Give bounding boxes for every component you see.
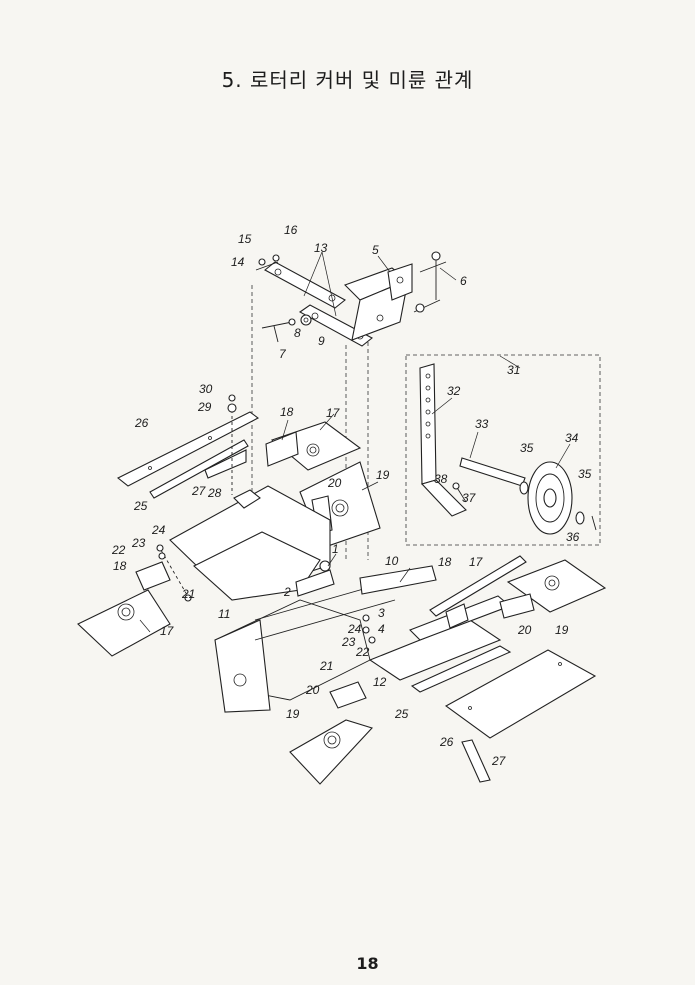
bolt-7-8-9 <box>261 314 312 343</box>
callout-31: 31 <box>507 363 520 377</box>
callout-37: 37 <box>462 491 477 505</box>
callout-26a: 26 <box>134 416 149 430</box>
callout-10: 10 <box>385 554 399 568</box>
callout-23b: 23 <box>341 635 356 649</box>
callout-22a: 22 <box>111 543 126 557</box>
callout-32: 32 <box>447 384 461 398</box>
pin-36 <box>591 515 597 531</box>
main-cover-11 <box>169 485 331 601</box>
callout-25a: 25 <box>133 499 148 513</box>
callout-21a: 21 <box>181 587 195 601</box>
callout-34: 34 <box>565 431 579 445</box>
cover-plate-17-top <box>265 421 362 471</box>
callout-18c: 18 <box>113 559 127 573</box>
callout-33: 33 <box>475 417 489 431</box>
callout-8: 8 <box>294 326 301 340</box>
bolt-14-15-16 <box>255 254 280 271</box>
callout-36: 36 <box>566 530 580 544</box>
callout-21b: 21 <box>319 659 333 673</box>
callout-25b: 25 <box>394 707 409 721</box>
callout-18a: 18 <box>280 405 294 419</box>
callout-29: 29 <box>197 400 212 414</box>
callout-1: 1 <box>332 542 339 556</box>
callout-24b: 24 <box>347 622 362 636</box>
page-title: 5. 로터리 커버 및 미륜 관계 <box>221 68 474 92</box>
plate-17-right <box>429 555 527 617</box>
rail-25 <box>149 439 249 499</box>
leader-lines <box>139 251 571 633</box>
callout-27b: 27 <box>491 754 507 768</box>
callout-19b: 19 <box>555 623 569 637</box>
axle-33 <box>459 457 526 487</box>
callout-4: 4 <box>378 622 385 636</box>
callout-20b: 20 <box>517 623 532 637</box>
wheel-34 <box>527 461 573 535</box>
callout-23a: 23 <box>131 536 146 550</box>
callout-6: 6 <box>460 274 467 288</box>
bolts-21-22-23-24 <box>156 544 192 602</box>
plate-26-right <box>444 649 597 739</box>
callout-35b: 35 <box>578 467 592 481</box>
bolt-37-38 <box>452 482 467 503</box>
callout-28: 28 <box>207 486 222 500</box>
frame <box>214 560 396 713</box>
bracket-5 <box>343 263 413 341</box>
bracket-27 <box>461 739 491 783</box>
callout-35a: 35 <box>520 441 534 455</box>
callout-12: 12 <box>373 675 387 689</box>
callout-22b: 22 <box>355 645 370 659</box>
callout-38: 38 <box>434 472 448 486</box>
wheel-arm-32 <box>419 363 467 517</box>
callout-20c: 20 <box>305 683 320 697</box>
left-cover-plate-17 <box>77 561 171 657</box>
pins-3-4 <box>362 614 376 644</box>
pin-6 <box>413 251 447 313</box>
lower-cover-19 <box>289 681 373 785</box>
page-number: 18 <box>356 954 379 973</box>
callout-26b: 26 <box>439 735 454 749</box>
callout-17a: 17 <box>326 406 341 420</box>
callout-16: 16 <box>284 223 298 237</box>
callout-19a: 19 <box>376 468 390 482</box>
cover-plate-26 <box>116 411 260 487</box>
callout-5: 5 <box>372 243 379 257</box>
plate-25-right <box>410 645 512 693</box>
callout-13: 13 <box>314 241 328 255</box>
callout-30: 30 <box>199 382 213 396</box>
callout-7: 7 <box>279 347 287 361</box>
callout-11: 11 <box>218 607 230 621</box>
callout-14: 14 <box>231 255 245 269</box>
callout-18b: 18 <box>438 555 452 569</box>
bar-10 <box>359 565 437 595</box>
callout-2: 2 <box>283 585 291 599</box>
washer-35 <box>519 481 585 525</box>
callout-27a: 27 <box>191 484 207 498</box>
callout-17b: 17 <box>469 555 484 569</box>
callout-3: 3 <box>378 606 385 620</box>
callout-24a: 24 <box>151 523 166 537</box>
callout-20a: 20 <box>327 476 342 490</box>
callout-9: 9 <box>318 334 325 348</box>
callout-17c: 17 <box>160 624 175 638</box>
callout-19c: 19 <box>286 707 300 721</box>
cover-plate-19-right <box>499 559 607 619</box>
callout-15: 15 <box>238 232 252 246</box>
callout-labels: 16 15 14 13 5 6 8 9 7 31 30 29 32 18 17 … <box>111 223 592 768</box>
